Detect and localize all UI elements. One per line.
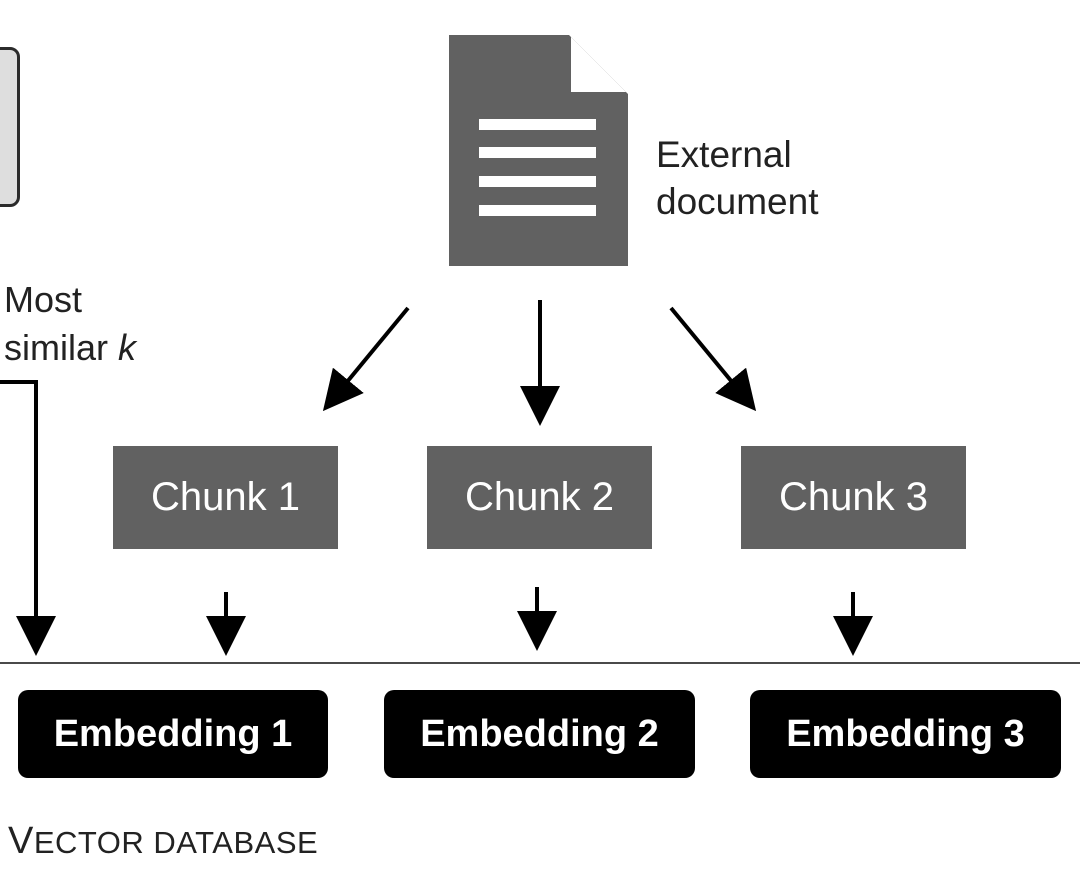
vector-database-label: VECTOR DATABASE <box>8 820 318 863</box>
document-line <box>479 176 596 187</box>
arrow-doc-to-chunk-1 <box>322 306 410 412</box>
embedding-2-box: Embedding 2 <box>384 690 695 778</box>
chunk-2-box: Chunk 2 <box>427 446 652 549</box>
embedding-1-label: Embedding 1 <box>53 712 293 755</box>
most-similar-variable: k <box>118 327 136 368</box>
most-similar-prefix: similar <box>4 327 118 368</box>
document-line <box>479 205 596 216</box>
chunk-1-box: Chunk 1 <box>113 446 338 549</box>
chunk-3-box: Chunk 3 <box>741 446 966 549</box>
document-line <box>479 147 596 158</box>
chunk-2-label: Chunk 2 <box>465 475 614 519</box>
document-icon <box>449 35 628 266</box>
embedding-2-label: Embedding 2 <box>420 712 659 755</box>
arrow-most-similar-k <box>0 380 56 656</box>
most-similar-label: Most similar k <box>4 276 136 372</box>
query-box <box>0 47 20 207</box>
document-line <box>479 119 596 130</box>
chunk-1-label: Chunk 1 <box>151 475 300 519</box>
document-label-line-1: External <box>656 134 792 175</box>
most-similar-line-2: similar k <box>4 324 136 372</box>
chunk-3-label: Chunk 3 <box>779 475 928 519</box>
embedding-3-label: Embedding 3 <box>786 712 1025 755</box>
vector-database-initial: V <box>8 820 34 862</box>
embedding-3-box: Embedding 3 <box>750 690 1061 778</box>
vector-database-rest: ECTOR DATABASE <box>33 825 319 860</box>
document-label: External document <box>656 131 819 225</box>
embedding-1-box: Embedding 1 <box>18 690 328 778</box>
most-similar-line-1: Most <box>4 279 83 320</box>
arrow-doc-to-chunk-3 <box>669 306 757 412</box>
document-label-line-2: document <box>656 181 819 222</box>
